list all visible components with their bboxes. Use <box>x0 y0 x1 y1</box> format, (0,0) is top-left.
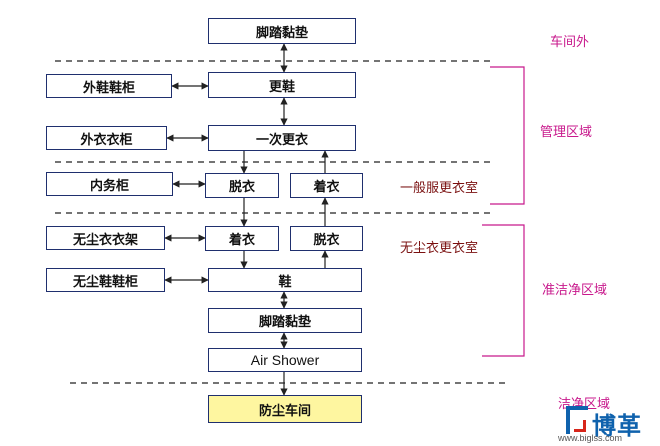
box-first-change: 一次更衣 <box>208 125 356 151</box>
brand-logo: 博革 www.biglss.com <box>558 406 656 444</box>
box-outer-clothes-cabinet: 外衣衣柜 <box>46 126 167 150</box>
brand-url: www.biglss.com <box>558 433 623 443</box>
brand-mark-icon <box>566 406 588 434</box>
zone-dustfree-changing: 无尘衣更衣室 <box>400 241 479 256</box>
box-change-shoes: 更鞋 <box>208 72 356 98</box>
box-undress-1: 脱衣 <box>205 173 279 198</box>
box-dustfree-rack: 无尘衣衣架 <box>46 226 165 250</box>
box-dustfree-workshop: 防尘车间 <box>208 395 362 423</box>
box-dustfree-shoe-cabinet: 无尘鞋鞋柜 <box>46 268 165 292</box>
box-bottom-mat: 脚踏黏垫 <box>208 308 362 333</box>
brand-logo-text: 博革 <box>592 412 642 440</box>
box-dress-1: 着衣 <box>290 173 363 198</box>
zone-semi-clean: 准洁净区域 <box>542 283 608 298</box>
zone-general-changing: 一般服更衣室 <box>400 181 479 196</box>
box-shoes: 鞋 <box>208 268 362 292</box>
zone-management: 管理区域 <box>540 125 593 140</box>
zone-outside: 车间外 <box>550 35 590 50</box>
box-top-mat: 脚踏黏垫 <box>208 18 356 44</box>
bracket-semi-clean <box>482 224 525 357</box>
box-undergarment-cabinet: 内务柜 <box>46 172 173 196</box>
box-dress-2: 着衣 <box>205 226 279 251</box>
box-outer-shoe-cabinet: 外鞋鞋柜 <box>46 74 172 98</box>
box-undress-2: 脱衣 <box>290 226 363 251</box>
box-air-shower: Air Shower <box>208 348 362 372</box>
bracket-management <box>490 66 525 205</box>
